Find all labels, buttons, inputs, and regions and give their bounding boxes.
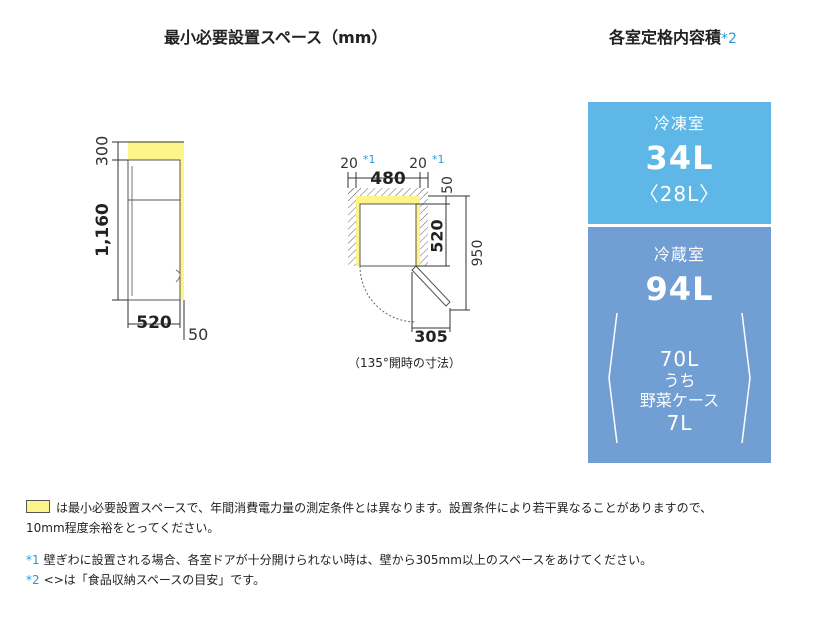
legend-note-line1: は最小必要設置スペースで、年間消費電力量の測定条件とは異なります。設置条件により… — [56, 501, 713, 515]
footnote-1-text: 壁ぎわに設置される場合、各室ドアが十分開けられない時は、壁から305mm以上のス… — [43, 553, 653, 567]
footnote-2-mark: *2 — [26, 573, 40, 587]
fridge-volume: 94L — [645, 270, 714, 308]
fridge-left-bracket — [608, 313, 618, 443]
plan-left-gap-mark: *1 — [363, 153, 376, 166]
plan-width-label: 480 — [370, 169, 406, 189]
plan-open-depth-label: 950 — [470, 240, 486, 267]
footnote-2-text: <>は「食品収納スペースの目安」です。 — [43, 573, 266, 587]
plan-door-swing-arc — [359, 265, 417, 323]
capacity-title-text: 各室定格内容積 — [609, 28, 722, 47]
capacity-title: 各室定格内容積*2 — [609, 24, 737, 48]
freezer-volume: 34L — [645, 139, 714, 177]
freezer-storage: 〈28L〉 — [638, 182, 721, 206]
fridge-panel: 冷蔵室 94L 70L うち 野菜ケース 7L — [588, 227, 771, 463]
plan-rear-gap-label: 50 — [440, 176, 456, 194]
space-swatch — [26, 500, 50, 513]
side-top-clearance-label: 300 — [93, 136, 112, 167]
space-title: 最小必要設置スペース（mm） — [164, 28, 388, 47]
footnote-2: *2<>は「食品収納スペースの目安」です。 — [26, 570, 265, 590]
side-rear-clearance-label: 50 — [188, 325, 208, 344]
side-height-label: 1,160 — [93, 203, 113, 257]
plan-right-wall — [420, 188, 428, 266]
side-fridge-body — [127, 159, 181, 301]
freezer-name: 冷凍室 — [653, 114, 705, 133]
plan-rear-wall — [348, 188, 428, 196]
legend-note: は最小必要設置スペースで、年間消費電力量の測定条件とは異なります。設置条件により… — [26, 498, 712, 538]
plan-right-gap-mark: *1 — [432, 153, 445, 166]
side-view-diagram: 300 1,160 520 50 — [93, 136, 209, 344]
veg-case-volume: 7L — [666, 411, 693, 435]
fridge-name: 冷蔵室 — [653, 245, 705, 264]
plan-left-gap-label: 20 — [340, 156, 358, 172]
plan-door-width-label: 305 — [414, 327, 447, 346]
plan-right-gap-label: 20 — [409, 156, 427, 172]
side-fridge-handle — [175, 269, 181, 283]
fridge-storage: 70L — [659, 347, 700, 371]
veg-case-prefix: うち — [663, 371, 696, 390]
plan-view-diagram: 20 *1 20 *1 480 50 520 950 305 — [340, 153, 486, 346]
legend-note-line2: 10mm程度余裕をとってください。 — [26, 521, 220, 535]
freezer-panel: 冷凍室 34L 〈28L〉 — [588, 102, 771, 224]
veg-case-name: 野菜ケース — [639, 391, 720, 410]
fridge-right-bracket — [741, 313, 751, 443]
capacity-title-mark: *2 — [721, 31, 737, 47]
plan-fridge-body — [359, 203, 417, 267]
plan-left-wall — [348, 188, 356, 266]
plan-depth-label: 520 — [428, 219, 447, 252]
side-depth-label: 520 — [136, 313, 172, 333]
plan-caption: （135°開時の寸法） — [348, 356, 461, 370]
footnote-1-mark: *1 — [26, 553, 40, 567]
plan-open-door — [411, 265, 451, 307]
